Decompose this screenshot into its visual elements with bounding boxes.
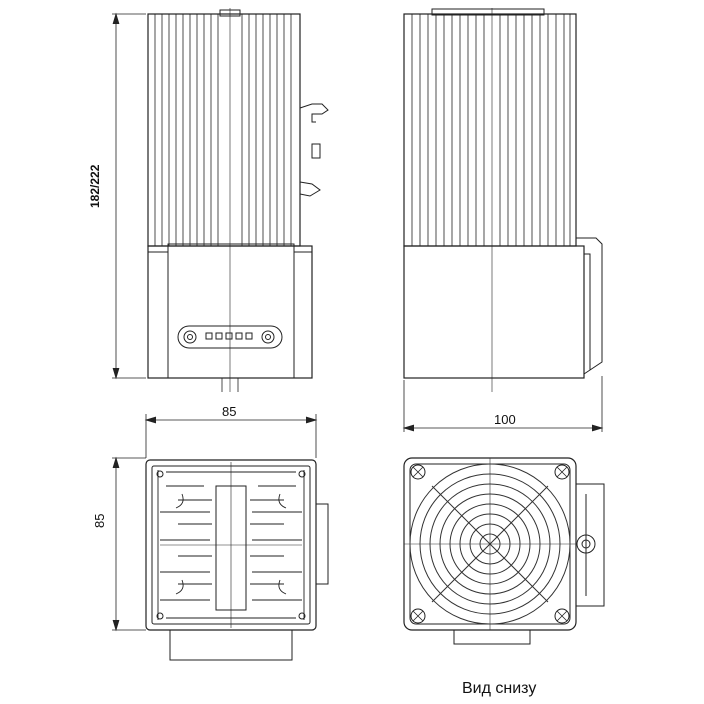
top-fins-right	[250, 470, 305, 620]
screw-holes	[410, 464, 570, 624]
front-fins	[154, 14, 292, 246]
top-view	[112, 414, 329, 661]
width-dimension	[144, 414, 318, 458]
terminal-strip	[177, 325, 283, 349]
bottom-bottom-block	[453, 629, 531, 645]
side-base	[403, 245, 585, 379]
top-fins-left	[157, 470, 212, 620]
side-heatsink	[403, 13, 577, 247]
side-fins	[411, 14, 571, 246]
depth-dimension-label: 100	[494, 412, 516, 427]
side-dimension-label: 85	[92, 513, 107, 528]
bottom-view-caption: Вид снизу	[462, 680, 537, 697]
side-mount	[575, 237, 603, 375]
top-side-plate	[315, 503, 329, 585]
depth-dimension	[402, 376, 604, 432]
width-dimension-label: 85	[222, 404, 237, 419]
height-dimension-label: 182/222	[88, 164, 102, 208]
side-top-clip	[431, 8, 545, 16]
bottom-mount	[576, 483, 605, 607]
front-base-inner	[167, 243, 295, 379]
height-dimension	[112, 12, 146, 380]
mount-hole	[576, 534, 596, 554]
front-view	[112, 8, 329, 392]
bottom-view	[403, 457, 605, 645]
din-clip-tab	[311, 143, 321, 159]
din-clip	[299, 103, 329, 197]
top-bottom-block	[169, 629, 293, 661]
side-view	[402, 8, 604, 432]
fan-grille	[404, 458, 576, 630]
